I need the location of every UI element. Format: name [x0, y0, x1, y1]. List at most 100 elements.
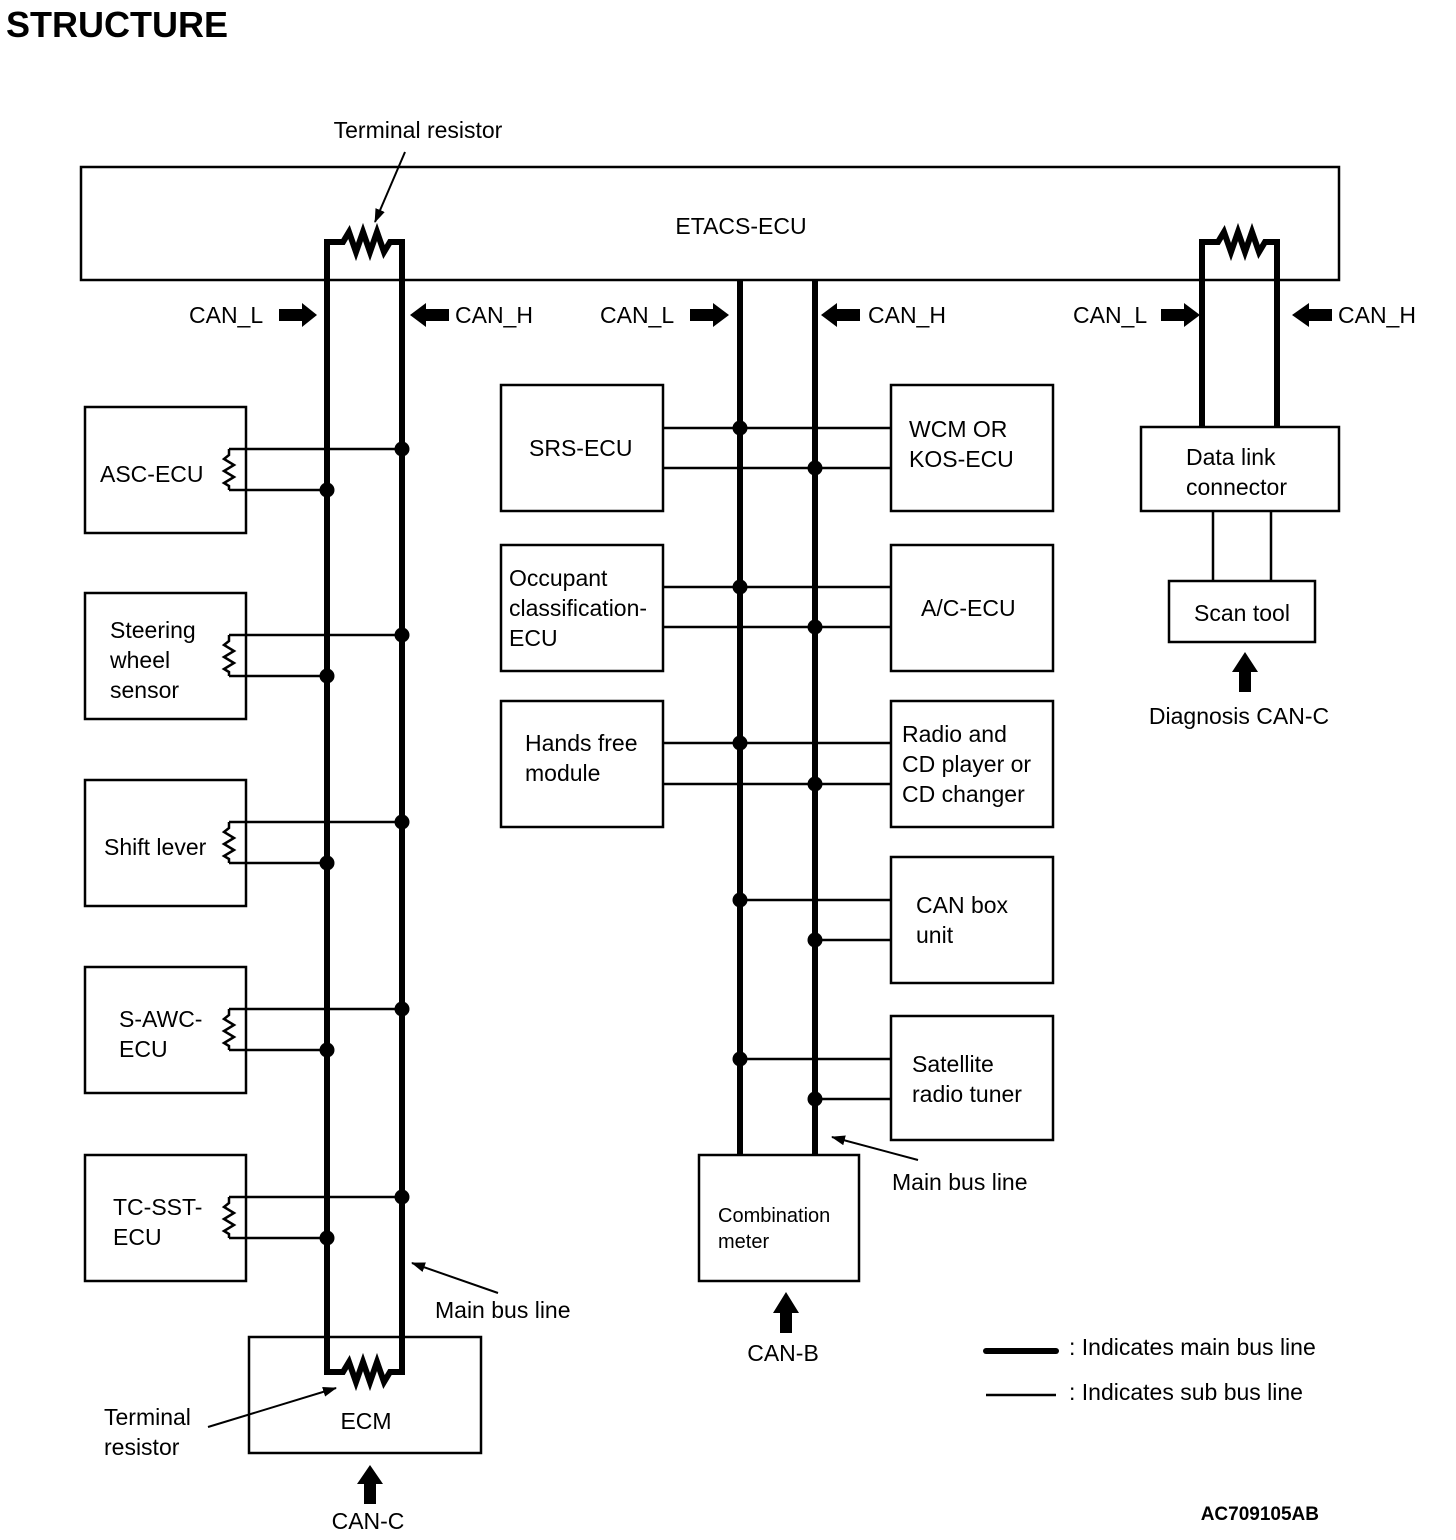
- can-b-node-label: unit: [916, 922, 954, 948]
- can-b-node-label: SRS-ECU: [529, 435, 633, 461]
- can-b-node-label: Satellite: [912, 1051, 994, 1077]
- can-b-node-label: classification-: [509, 595, 647, 621]
- terminal-resistor-pointer-bottom: [207, 1387, 337, 1428]
- can-h-arrow-right-icon: [1292, 303, 1332, 327]
- can-b-sub-bus-row: [732, 1051, 891, 1107]
- can-b-node-box[interactable]: [499, 543, 665, 673]
- junction-dot: [319, 668, 335, 684]
- junction-dot: [319, 1230, 335, 1246]
- can-b-node-label: CD player or: [902, 751, 1031, 777]
- can-b-node-box[interactable]: [889, 855, 1055, 985]
- page-title: STRUCTURE: [6, 4, 228, 45]
- can-c-node-label: TC-SST-: [113, 1194, 202, 1220]
- legend: : Indicates main bus line : Indicates su…: [983, 1334, 1316, 1405]
- can-b-node-box[interactable]: [889, 383, 1055, 513]
- combination-meter-label-line2: meter: [718, 1231, 769, 1253]
- junction-dot: [732, 420, 748, 436]
- terminal-resistor-pointer-top: [374, 151, 406, 223]
- junction-dot: [394, 441, 410, 457]
- can-c-node-label: sensor: [110, 677, 179, 703]
- node-termination-resistor-icon: [221, 1197, 237, 1238]
- can-c-node: Shift lever: [83, 778, 410, 908]
- junction-dot: [394, 1001, 410, 1017]
- can-l-arrow-center-icon: [690, 303, 729, 327]
- can-c-node-label: ECU: [113, 1224, 162, 1250]
- etacs-ecu-label: ETACS-ECU: [675, 213, 806, 239]
- junction-dot: [319, 482, 335, 498]
- node-termination-resistor-icon: [221, 1009, 237, 1050]
- etacs-ecu-box: [79, 165, 1341, 282]
- can-c-node-box[interactable]: [83, 965, 248, 1095]
- main-bus-line-label-left: Main bus line: [435, 1297, 571, 1323]
- can-b-node-box[interactable]: [499, 699, 665, 829]
- figure-code: AC709105AB: [1201, 1504, 1319, 1525]
- can-b-node-box[interactable]: [889, 543, 1055, 673]
- junction-dot: [394, 814, 410, 830]
- main-bus-line-pointer-left: [411, 1262, 499, 1294]
- junction-dot: [807, 619, 823, 635]
- can-l-arrow-right-icon: [1161, 303, 1200, 327]
- can-l-label-right: CAN_L: [1073, 302, 1147, 328]
- can-b-node-label: Radio and: [902, 721, 1007, 747]
- can-c-node-box[interactable]: [83, 405, 248, 535]
- can-b-node-label: KOS-ECU: [909, 446, 1014, 472]
- can-h-label-left: CAN_H: [455, 302, 533, 328]
- can-c-polarity-labels: CAN_L CAN_H: [189, 302, 533, 328]
- diagnosis-input-arrow-icon: [1232, 652, 1258, 692]
- junction-dot: [732, 892, 748, 908]
- can-b-main-bus: [737, 280, 818, 1155]
- can-b-node-box[interactable]: [889, 1014, 1055, 1142]
- junction-dot: [807, 1091, 823, 1107]
- node-termination-resistor-icon: [221, 635, 237, 676]
- can-h-label-right: CAN_H: [1338, 302, 1416, 328]
- combination-meter-label-line1: Combination: [718, 1205, 830, 1227]
- junction-dot: [807, 776, 823, 792]
- can-b-right-node: A/C-ECU: [889, 543, 1055, 673]
- can-c-node-box[interactable]: [83, 778, 248, 908]
- can-b-node-label: Occupant: [509, 565, 608, 591]
- can-l-label-left: CAN_L: [189, 302, 263, 328]
- can-b-polarity-labels: CAN_L CAN_H: [600, 302, 946, 328]
- diagnosis-polarity-labels: CAN_L CAN_H: [1073, 302, 1416, 328]
- terminal-resistor-label-bottom-line2: resistor: [104, 1434, 180, 1460]
- junction-dot: [732, 579, 748, 595]
- junction-dot: [732, 1051, 748, 1067]
- can-b-right-node: Satellite radio tuner: [889, 1014, 1055, 1142]
- diagnosis-can-c-label: Diagnosis CAN-C: [1149, 703, 1329, 729]
- scan-tool-box[interactable]: [1167, 579, 1317, 644]
- can-c-node-label: Steering: [110, 617, 196, 643]
- can-b-sub-bus-row: [663, 735, 891, 792]
- can-c-node-box[interactable]: [83, 591, 248, 721]
- main-bus-line-pointer-center: [831, 1135, 919, 1161]
- node-termination-resistor-icon: [221, 822, 237, 863]
- can-c-input-arrow-icon: [357, 1465, 383, 1504]
- can-l-arrow-left-icon: [279, 303, 317, 327]
- can-c-node-box[interactable]: [83, 1153, 248, 1283]
- scan-tool-label: Scan tool: [1194, 600, 1290, 626]
- ecm-label: ECM: [340, 1408, 391, 1434]
- can-b-node-box[interactable]: [499, 383, 665, 513]
- terminal-resistor-label-bottom-line1: Terminal: [104, 1404, 191, 1430]
- junction-dot: [319, 855, 335, 871]
- can-c-node: TC-SST- ECU: [83, 1153, 410, 1283]
- junction-dot: [394, 1189, 410, 1205]
- can-b-node-label: WCM OR: [909, 416, 1007, 442]
- can-c-node: ASC-ECU: [83, 405, 410, 535]
- can-b-node-label: CD changer: [902, 781, 1025, 807]
- data-link-connector-box[interactable]: [1139, 425, 1341, 513]
- can-b-node-box[interactable]: [889, 699, 1055, 829]
- can-b-node-label: ECU: [509, 625, 558, 651]
- diagnosis-terminal-resistor: [1199, 222, 1280, 427]
- legend-sub-label: : Indicates sub bus line: [1069, 1379, 1303, 1405]
- can-b-left-node: Occupant classification- ECU: [499, 543, 665, 673]
- can-h-arrow-left-icon: [410, 303, 449, 327]
- can-b-sub-bus-row: [732, 892, 891, 948]
- can-b-node-label: radio tuner: [912, 1081, 1022, 1107]
- can-c-node: S-AWC-ECU: [83, 965, 410, 1095]
- combination-meter-box: [697, 1153, 861, 1283]
- legend-main-label: : Indicates main bus line: [1069, 1334, 1316, 1360]
